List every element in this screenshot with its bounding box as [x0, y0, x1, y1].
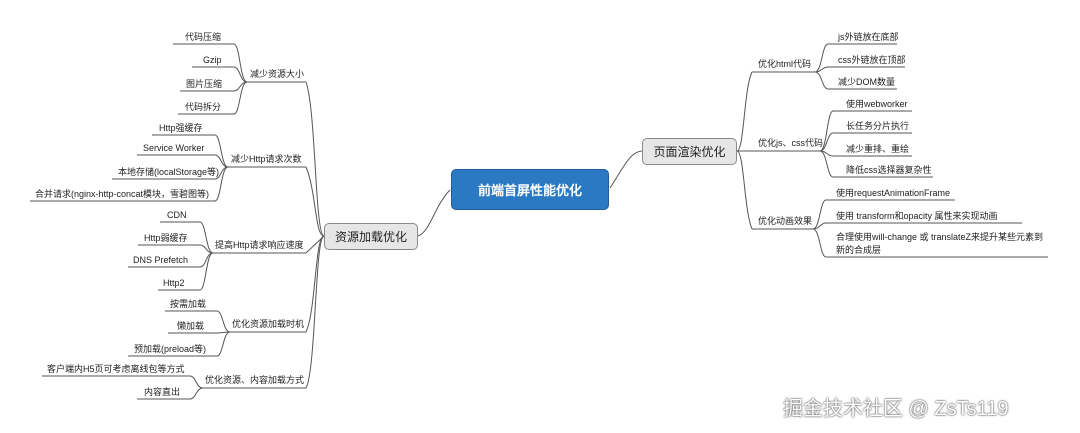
- group-reduce-size[interactable]: 减少资源大小: [250, 69, 305, 79]
- leaf-link: [819, 110, 912, 152]
- leaf-lazy-load[interactable]: 懒加载: [177, 321, 205, 331]
- link-root-left: [417, 189, 451, 237]
- leaf-reduce-dom[interactable]: 减少DOM数量: [838, 77, 895, 87]
- leaf-js-bottom[interactable]: js外链放在底部: [838, 32, 899, 42]
- leaf-on-demand[interactable]: 按需加载: [170, 299, 207, 309]
- leaf-direct-output[interactable]: 内容直出: [144, 387, 181, 397]
- group-response-speed[interactable]: 提高Http请求响应速度: [215, 240, 304, 250]
- root-node[interactable]: 前端首屏性能优化: [451, 169, 609, 210]
- leaf-cdn[interactable]: CDN: [167, 210, 187, 220]
- leaf-link: [128, 331, 231, 357]
- group-optimize-animation[interactable]: 优化动画效果: [758, 216, 813, 226]
- leaf-long-task-split[interactable]: 长任务分片执行: [846, 121, 910, 131]
- watermark: 掘金技术社区 @ ZsTs119: [783, 398, 1009, 420]
- group-reduce-requests[interactable]: 减少Http请求次数: [231, 154, 302, 164]
- leaf-code-split[interactable]: 代码拆分: [185, 102, 222, 112]
- leaf-link: [152, 134, 229, 168]
- leaf-http-strong-cache[interactable]: Http强缓存: [159, 123, 203, 133]
- branch-page-rendering[interactable]: 页面渲染优化: [642, 138, 737, 165]
- leaf-link: [192, 66, 248, 83]
- leaf-link: [30, 166, 229, 202]
- leaf-preload[interactable]: 预加载(preload等): [134, 344, 207, 354]
- link-left-g4: [305, 235, 325, 333]
- leaf-link: [814, 66, 905, 73]
- leaf-link: [812, 222, 1022, 230]
- leaf-link: [137, 154, 229, 168]
- group-load-method[interactable]: 优化资源、内容加载方式: [205, 375, 305, 385]
- leaf-will-change[interactable]: 合理使用will-change 或 translateZ来提升某些元素到新的合成…: [836, 232, 1044, 255]
- leaf-link: [819, 132, 912, 152]
- leaf-merge-requests[interactable]: 合并请求(nginx-http-concat模块，雪碧图等): [35, 189, 210, 199]
- link-right-g3: [736, 150, 753, 230]
- leaf-offline-package[interactable]: 客户端内H5页可考虑离线包等方式: [47, 364, 185, 374]
- leaf-link: [168, 331, 231, 334]
- group-load-timing[interactable]: 优化资源加载时机: [232, 319, 305, 329]
- leaf-link: [814, 43, 897, 73]
- leaf-link: [158, 252, 214, 291]
- leaf-css-selector[interactable]: 降低css选择器复杂性: [846, 165, 932, 175]
- leaf-http2[interactable]: Http2: [163, 278, 185, 288]
- link-left-g2: [305, 166, 325, 237]
- leaf-transform-opacity[interactable]: 使用 transform和opacity 属性来实现动画: [836, 211, 998, 221]
- leaf-link: [173, 43, 248, 83]
- leaf-link: [814, 71, 897, 90]
- leaf-link: [160, 221, 214, 254]
- leaf-link: [42, 375, 204, 389]
- leaf-link: [812, 228, 1048, 258]
- leaf-raf[interactable]: 使用requestAnimationFrame: [836, 188, 951, 198]
- leaf-link: [812, 199, 955, 230]
- leaf-reduce-reflow[interactable]: 减少重排、重绘: [846, 144, 910, 154]
- group-optimize-js-css[interactable]: 优化js、css代码: [758, 138, 823, 148]
- leaf-webworker[interactable]: 使用webworker: [846, 99, 908, 109]
- group-optimize-html[interactable]: 优化html代码: [758, 59, 812, 69]
- link-right-g1: [736, 71, 753, 152]
- leaf-link: [137, 387, 204, 400]
- leaf-image-compress[interactable]: 图片压缩: [186, 79, 223, 89]
- leaf-css-top[interactable]: css外链放在顶部: [838, 55, 906, 65]
- link-left-g5: [305, 235, 325, 389]
- link-left-g1: [305, 81, 325, 237]
- leaf-dns-prefetch[interactable]: DNS Prefetch: [133, 255, 189, 265]
- leaf-http-weak-cache[interactable]: Http弱缓存: [144, 233, 188, 243]
- branch-resource-loading[interactable]: 资源加载优化: [324, 223, 418, 250]
- leaf-gzip[interactable]: Gzip: [203, 55, 222, 65]
- leaf-link: [138, 244, 214, 254]
- link-root-right: [609, 150, 643, 189]
- leaf-link: [178, 81, 248, 115]
- leaf-link: [819, 150, 933, 178]
- leaf-link: [165, 310, 231, 333]
- leaf-service-worker[interactable]: Service Worker: [143, 143, 205, 153]
- leaf-code-minify[interactable]: 代码压缩: [185, 32, 222, 42]
- leaf-local-storage[interactable]: 本地存储(localStorage等): [118, 167, 220, 177]
